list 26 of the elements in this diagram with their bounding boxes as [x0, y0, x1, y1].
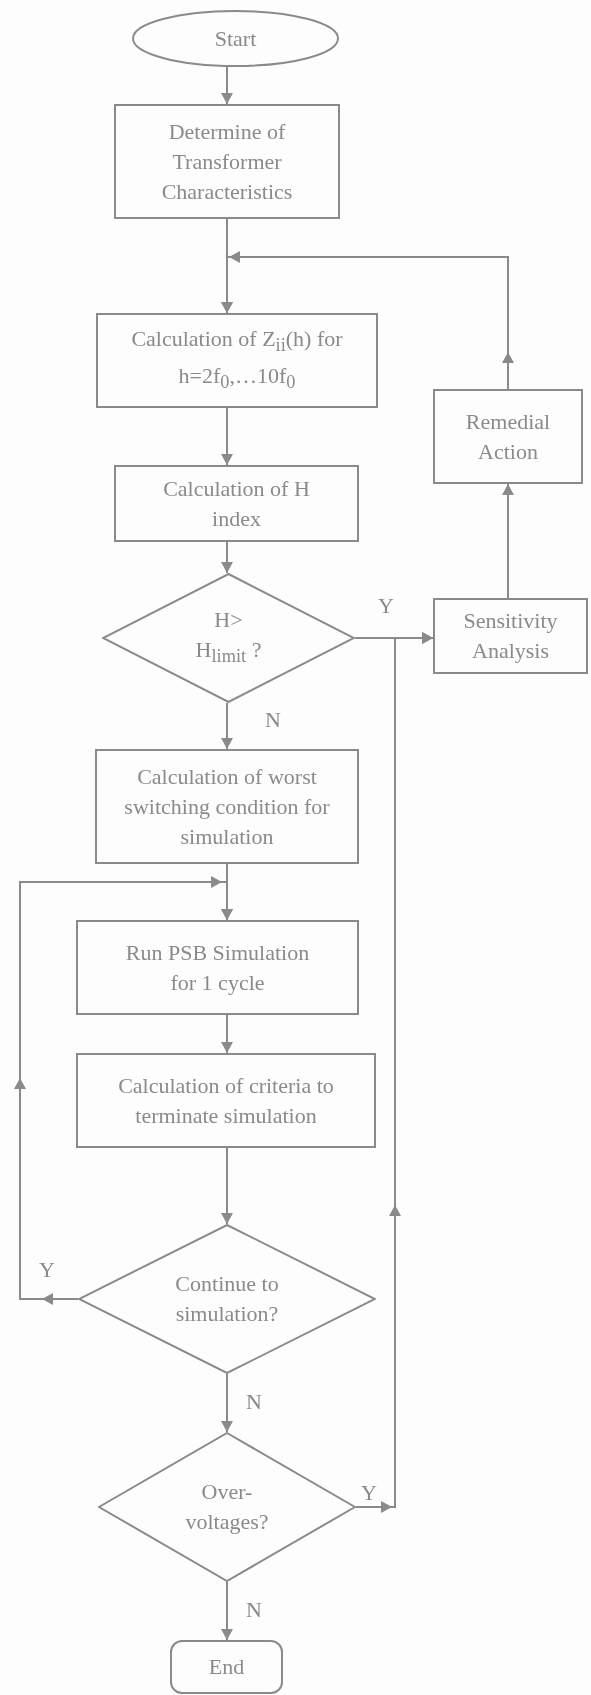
process-box: [76, 1053, 376, 1148]
decision-text: H> H$_{limit}$ ?: [194, 605, 263, 669]
end-terminal: [170, 1640, 283, 1694]
process-box: [76, 920, 359, 1015]
step-text: Run PSB Simulation for 1 cycle: [124, 938, 311, 997]
terminal-text: Start: [213, 24, 258, 53]
decision-diamond: [102, 573, 355, 703]
step-text: Determine of Transformer Characteristics: [160, 117, 294, 206]
process-box: [114, 104, 340, 219]
decision-diamond: [78, 1224, 376, 1374]
step-text: Calculation of Z$_{ii}$(h) for h=2f$_{0}$,…10f$_{0}$: [130, 325, 344, 394]
process-box: [96, 313, 378, 408]
decision-text: Continue to simulation?: [174, 1270, 280, 1328]
process-box: [433, 598, 588, 674]
process-box: [433, 389, 583, 484]
process-box: [95, 749, 359, 864]
start-terminal: [132, 10, 339, 67]
step-text: Calculation of H index: [162, 474, 311, 533]
decision-text: Over- voltages?: [184, 1478, 270, 1536]
step-text: Calculation of criteria to terminate simulation: [117, 1071, 335, 1130]
step-text: Calculation of worst switching condition for simulation: [123, 762, 331, 851]
step-text: Remedial Action: [464, 407, 552, 466]
process-box: [114, 465, 359, 542]
decision-diamond: [98, 1432, 356, 1582]
terminal-text: End: [207, 1653, 246, 1681]
step-text: Sensitivity Analysis: [462, 607, 559, 665]
